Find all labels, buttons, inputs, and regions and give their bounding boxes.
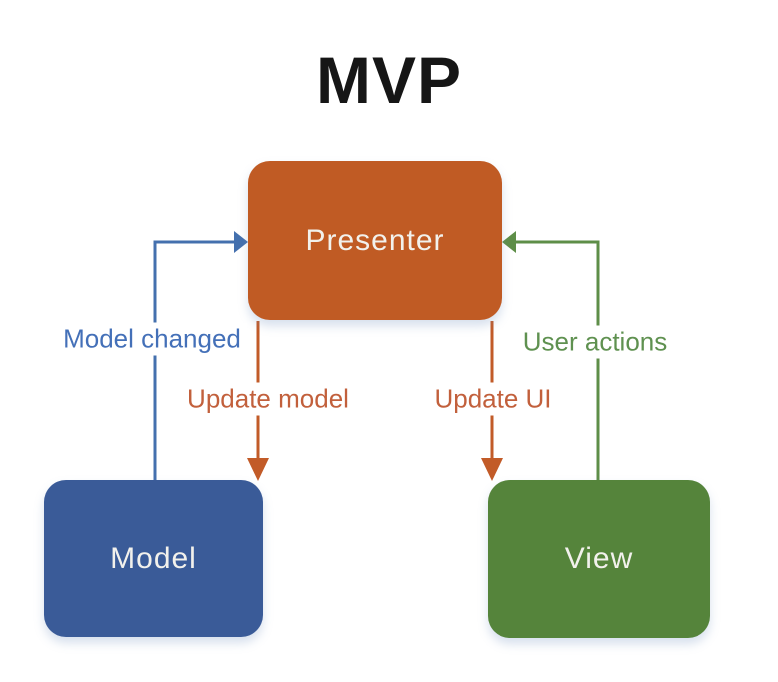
arrowhead-down-icon: [481, 458, 503, 481]
arrowhead-left-icon: [502, 231, 516, 253]
arrowhead-down-icon: [247, 458, 269, 481]
model-node: Model: [44, 480, 263, 637]
presenter-node-label: Presenter: [305, 223, 445, 257]
arrowhead-right-icon: [234, 231, 248, 253]
view-node-label: View: [564, 542, 634, 575]
diagram-title: MVP: [315, 43, 463, 117]
model-changed-label: Model changed: [57, 322, 247, 356]
user-actions-label: User actions: [516, 325, 674, 359]
view-node: View: [488, 480, 710, 638]
model-node-label: Model: [110, 541, 197, 575]
update-ui-label: Update UI: [428, 382, 558, 416]
model-changed-arrow: [153, 231, 248, 480]
update-model-label: Update model: [181, 382, 355, 416]
presenter-node: Presenter: [248, 161, 502, 320]
user-actions-arrow: [502, 231, 600, 480]
